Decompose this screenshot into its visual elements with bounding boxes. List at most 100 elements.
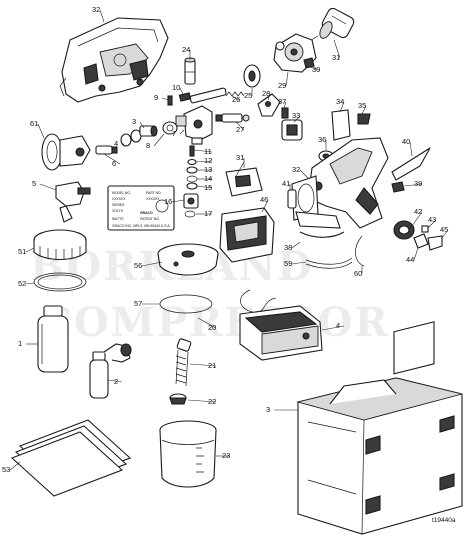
leader-line-22 [187,399,217,403]
callout-36: 36 [318,135,326,150]
callout-3: 3 [132,117,145,129]
leader-line-37 [283,101,287,109]
callout-22: 22 [187,397,217,406]
part-19-nameplate: MODEL NO. PART NO. XXXXXX XXXXXX SERIES … [107,185,175,231]
leader-line-38 [291,241,301,249]
leader-line-31 [333,39,341,59]
part-11-screw [189,145,195,157]
leader-line-12 [195,160,213,163]
part-21-suction-tube [175,338,192,387]
leader-line-10 [179,87,185,97]
callout-34: 34 [336,97,345,113]
part-51-lid [33,229,87,261]
leader-line-34 [339,101,345,113]
callout-number-29: 29 [278,81,286,90]
callout-number-7: 7 [172,129,176,138]
callout-number-6: 6 [112,159,116,168]
leader-line-42 [411,211,423,227]
part-39-tab [391,181,405,193]
part-45-clip [427,235,443,251]
part-32-housing-top [59,17,169,103]
callout-23: 23 [216,451,230,460]
callout-4: 4 [321,321,345,331]
part-17-oring [184,210,196,218]
callout-35: 35 [358,101,367,115]
part-43-pin [421,225,429,233]
callout-28: 28 [262,89,270,101]
callout-number-32: 32 [292,165,300,174]
callout-number-26: 26 [232,95,240,104]
plate-part-value: XXXXXX [146,197,160,201]
part-53-sheets [10,419,132,497]
plate-series-label: SERIES [112,203,125,207]
leader-line-15 [196,185,213,189]
part-3-carry-case [296,321,463,535]
callout-26: 26 [231,95,241,104]
part-15-spacer [186,182,198,190]
part-13-washer [186,166,198,174]
callout-51: 51 [18,247,35,256]
leader-line-5 [39,183,57,191]
plate-model-label: MODEL NO. [112,191,131,195]
callout-61: 61 [30,119,45,139]
callout-number-4: 4 [336,321,340,330]
callout-number-21: 21 [208,361,216,370]
plate-model-value: XXXXXX [112,197,126,201]
callout-number-17: 17 [204,209,212,218]
callout-number-33: 33 [292,111,300,120]
callout-number-32: 32 [92,5,100,14]
callout-number-13: 13 [204,165,212,174]
leader-line-35 [361,105,367,115]
part-59-bracket [305,257,353,269]
part-29-30-gear-housing [273,33,317,73]
callout-number-27: 27 [236,125,244,134]
part-31-switch-plate [225,161,263,197]
callout-number-3: 3 [266,405,270,414]
callout-46: 46 [260,195,268,213]
part-56-cup [157,243,219,276]
callout-number-31: 31 [236,153,244,162]
plate-brand: GRACO [140,211,153,215]
plate-volts-label: VOLTS [112,209,124,213]
callout-number-45: 45 [440,225,448,234]
leader-line-26 [231,95,241,101]
callout-10: 10 [172,83,185,97]
part-25-bearing [243,64,261,88]
part-61-tip-guard [41,133,91,171]
watermark-line-2: COMPRESSOR [40,299,390,346]
part-27-valve [215,113,250,123]
callout-number-34: 34 [336,97,344,106]
part-5-spray-tip [55,181,91,223]
callout-52: 52 [18,279,35,288]
leader-line-32 [299,169,309,179]
callout-39: 39 [403,179,422,188]
part-37-screw [281,107,289,119]
callout-17: 17 [196,209,212,218]
plate-part-label: PART NO. [146,191,162,195]
callout-number-43: 43 [428,215,436,224]
callout-24: 24 [182,45,190,60]
part-42-wheel [393,220,415,240]
part-9-clip [167,95,173,106]
part-14-oring [186,175,198,183]
callout-number-51: 51 [18,247,26,256]
callout-29: 29 [278,71,289,90]
callout-6: 6 [103,153,121,168]
part-23-jar [159,420,217,488]
leader-line-33 [293,115,301,123]
callout-number-28: 28 [262,89,270,98]
callout-number-44: 44 [406,255,414,264]
part-33-sensor [281,119,303,141]
leader-line-9 [161,97,169,101]
part-1-bottle [37,305,69,373]
part-52-gasket [33,272,87,292]
callout-7: 7 [172,129,185,138]
figure-id: t19440a [432,517,456,524]
callout-2: 2 [107,377,123,386]
callout-32: 32 [92,5,105,23]
callout-number-36: 36 [318,135,326,144]
callout-layer: 1235678910111213141516172021222324252627… [2,5,448,474]
callout-number-23: 23 [222,451,230,460]
part-31-motor [307,7,355,43]
callout-number-4: 4 [114,139,118,148]
